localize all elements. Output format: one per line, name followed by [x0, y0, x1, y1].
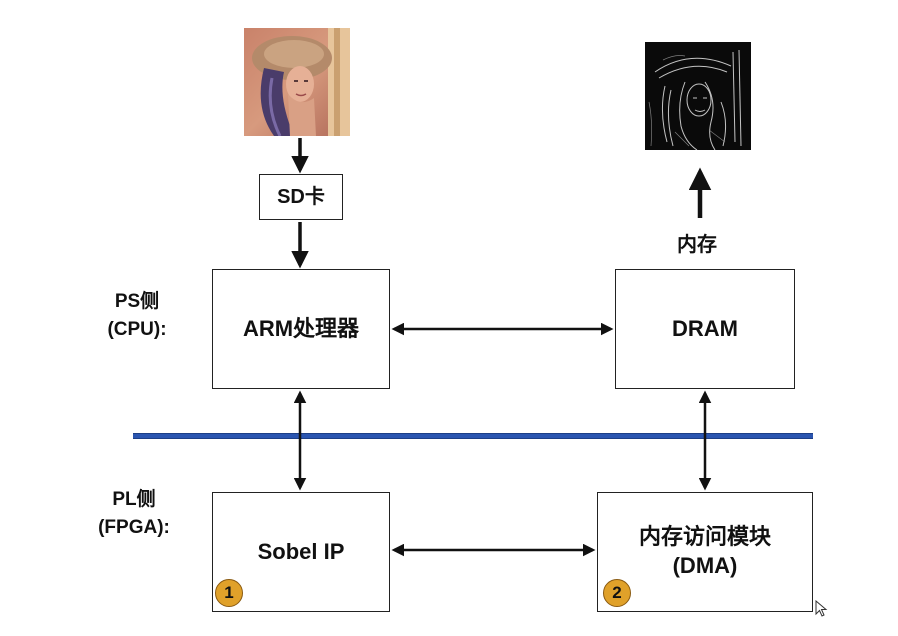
sobel-number-badge: 1 [215, 579, 243, 607]
pl-side-label: PL侧 (FPGA): [74, 486, 194, 541]
input-image [244, 28, 350, 137]
dma-box: 内存访问模块 (DMA) [597, 492, 813, 612]
edge-output [645, 42, 751, 151]
output-image [645, 42, 751, 151]
pl-side-title: PL侧 [112, 489, 156, 510]
memory-caption: 内存 [677, 234, 717, 256]
arm-processor-label: ARM处理器 [242, 315, 360, 341]
sobel-number-text: 1 [224, 583, 234, 602]
dma-label-line2: (DMA) [672, 553, 738, 578]
input-photo [244, 28, 350, 137]
sd-card-box: SD卡 [259, 174, 343, 220]
pl-side-subtitle: (FPGA): [98, 516, 170, 538]
mouse-cursor-icon [815, 600, 828, 617]
dram-label: DRAM [672, 315, 738, 341]
arm-processor-box: ARM处理器 [212, 269, 390, 389]
ps-side-label: PS侧 (CPU): [82, 288, 192, 343]
dma-number-text: 2 [612, 583, 622, 602]
ps-side-subtitle: (CPU): [107, 318, 167, 340]
ps-side-title: PS侧 [114, 291, 160, 312]
sobel-ip-label: Sobel IP [257, 538, 345, 564]
sd-card-label: SD卡 [277, 186, 325, 208]
dram-box: DRAM [615, 269, 795, 389]
ps-pl-divider [133, 433, 813, 439]
dma-label-line1: 内存访问模块 [638, 524, 771, 550]
dma-number-badge: 2 [603, 579, 631, 607]
